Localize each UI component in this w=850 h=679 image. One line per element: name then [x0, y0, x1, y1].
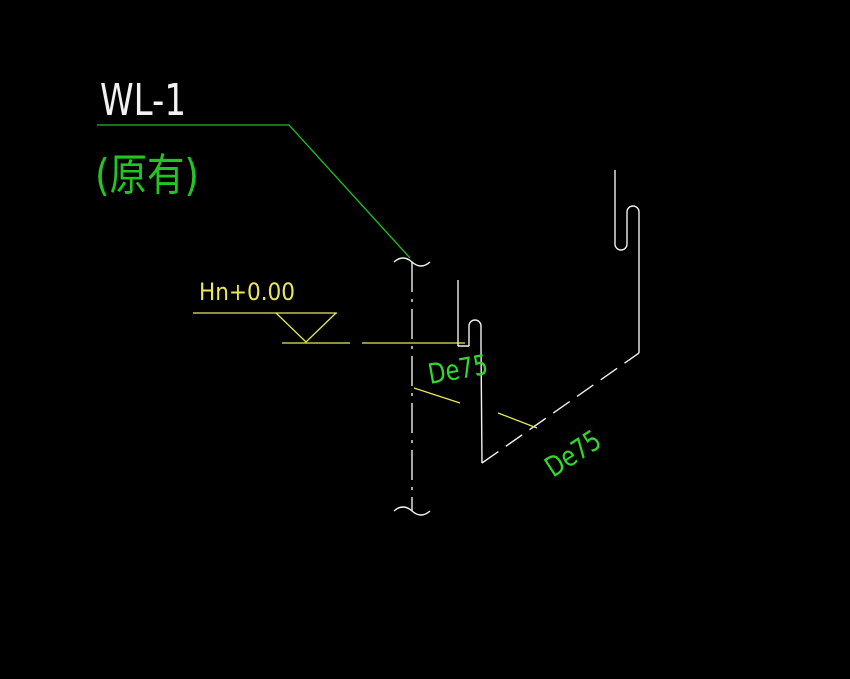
- elevation-label: Hn+0.00: [199, 278, 295, 306]
- right-riser-trap-pipe: [614, 170, 640, 353]
- branch-pipe: [481, 352, 640, 464]
- break-symbol-icon: [393, 257, 431, 267]
- break-symbol-icon: [393, 506, 431, 516]
- pipe-id-label: WL-1: [100, 75, 186, 126]
- leader-line: [97, 124, 411, 259]
- pipe-status-label: (原有): [95, 150, 199, 201]
- left-trap-pipe: [457, 280, 483, 464]
- pipe-size-label-lower: De75: [539, 424, 607, 484]
- elevation-triangle-icon: [275, 312, 337, 343]
- slope-mark-left: [413, 387, 461, 404]
- pipe-size-label-upper: De75: [425, 348, 490, 391]
- slope-mark-right: [497, 412, 538, 429]
